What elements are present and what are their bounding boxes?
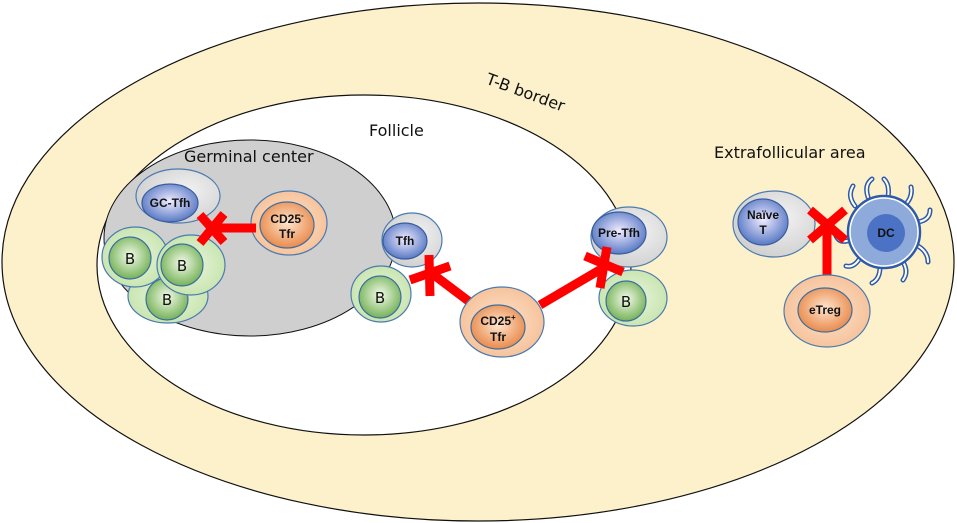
b-label: B [375,289,385,307]
b-label: B [177,257,187,275]
cd25-label: CD25 [480,314,511,328]
tfr-label: Tfr [279,227,295,241]
b-label: B [621,293,631,311]
pre-tfh-label: Pre-Tfh [598,226,640,240]
inhibition-follicle [408,246,625,310]
gc-tfh-cell: GC-Tfh [135,168,221,224]
dc-label: DC [877,226,895,240]
b-cell: B [350,265,412,323]
naive-label: Naïve [747,208,779,222]
svg-text:CD25+: CD25+ [480,313,516,328]
inhibition-gc [196,211,256,246]
svg-text:CD25-: CD25- [270,211,304,226]
follicle-label: Follicle [369,121,424,140]
naive-t-cell: Naïve T [732,190,816,258]
cd25-sign: - [301,211,304,220]
b-cell: B [598,269,668,327]
tfh-label: Tfh [396,234,415,248]
germinal-center-label: Germinal center [184,147,314,166]
t-label: T [759,223,767,237]
etreg-label: eTreg [809,303,841,317]
b-cell: B [101,226,169,288]
b-label: B [162,291,172,309]
extrafollicular-label: Extrafollicular area [714,143,866,162]
tfr-label: Tfr [490,330,506,344]
gc-tfh-label: GC-Tfh [150,196,191,210]
b-label: B [125,250,135,268]
cd25neg-tfr-cell: CD25- Tfr [250,190,328,256]
etreg-cell: eTreg [783,274,871,348]
dendritic-cell: DC [833,176,933,286]
cd25-label: CD25 [270,212,301,226]
cd25-sign: + [511,313,516,322]
b-cell: B [156,234,226,296]
tfh-cell: Tfh [381,212,443,268]
cd25pos-tfr-cell: CD25+ Tfr [459,286,545,358]
